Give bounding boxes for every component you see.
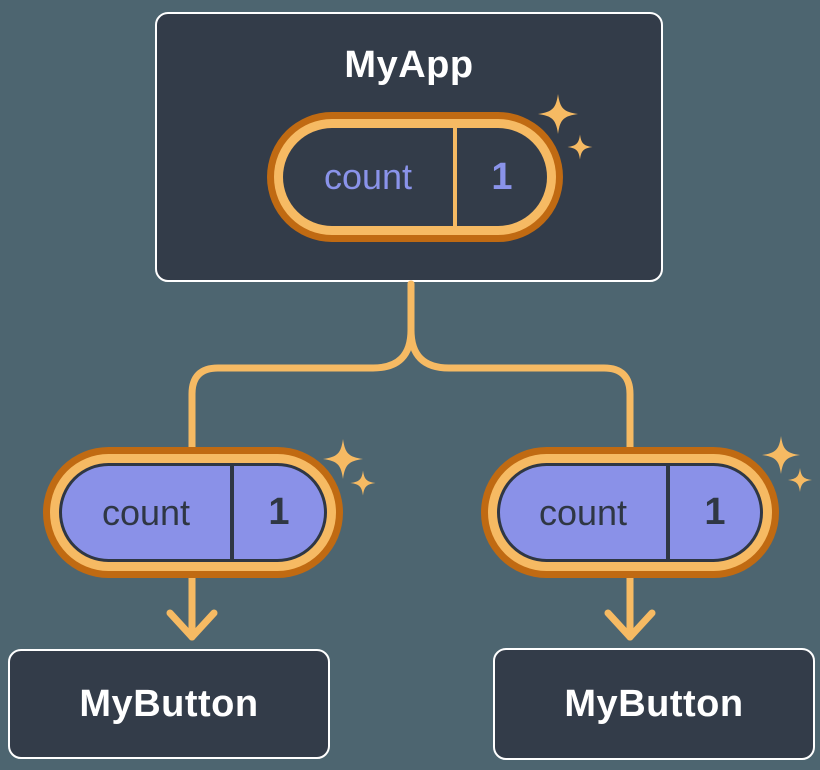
sparkle-icon — [788, 468, 812, 492]
prop-value: 1 — [704, 491, 726, 533]
node-mybutton-right: MyButton — [493, 648, 815, 760]
arrowhead-left-icon — [166, 609, 218, 641]
prop-pill-right-ring: count 1 — [488, 454, 772, 571]
prop-value: 1 — [268, 491, 290, 533]
prop-pill-left: count 1 — [43, 447, 343, 578]
arrowhead-right-icon — [604, 609, 656, 641]
state-label: count — [323, 156, 413, 197]
node-mybutton-left: MyButton — [8, 649, 330, 759]
node-mybutton-left-title: MyButton — [79, 682, 259, 725]
prop-label: count — [101, 491, 191, 533]
node-myapp-title: MyApp — [344, 44, 474, 86]
sparkle-icon — [350, 470, 376, 496]
prop-label: count — [538, 491, 628, 533]
pill-divider — [666, 466, 670, 559]
node-mybutton-right-title: MyButton — [564, 682, 744, 725]
prop-pill-right: count 1 — [481, 447, 779, 578]
state-value: 1 — [491, 155, 513, 198]
sparkle-icon — [762, 436, 800, 474]
prop-pill-left-ring: count 1 — [50, 454, 336, 571]
pill-divider — [453, 128, 457, 226]
state-pill-ring: count 1 — [274, 119, 556, 235]
state-pill-myapp: count 1 — [267, 112, 563, 242]
